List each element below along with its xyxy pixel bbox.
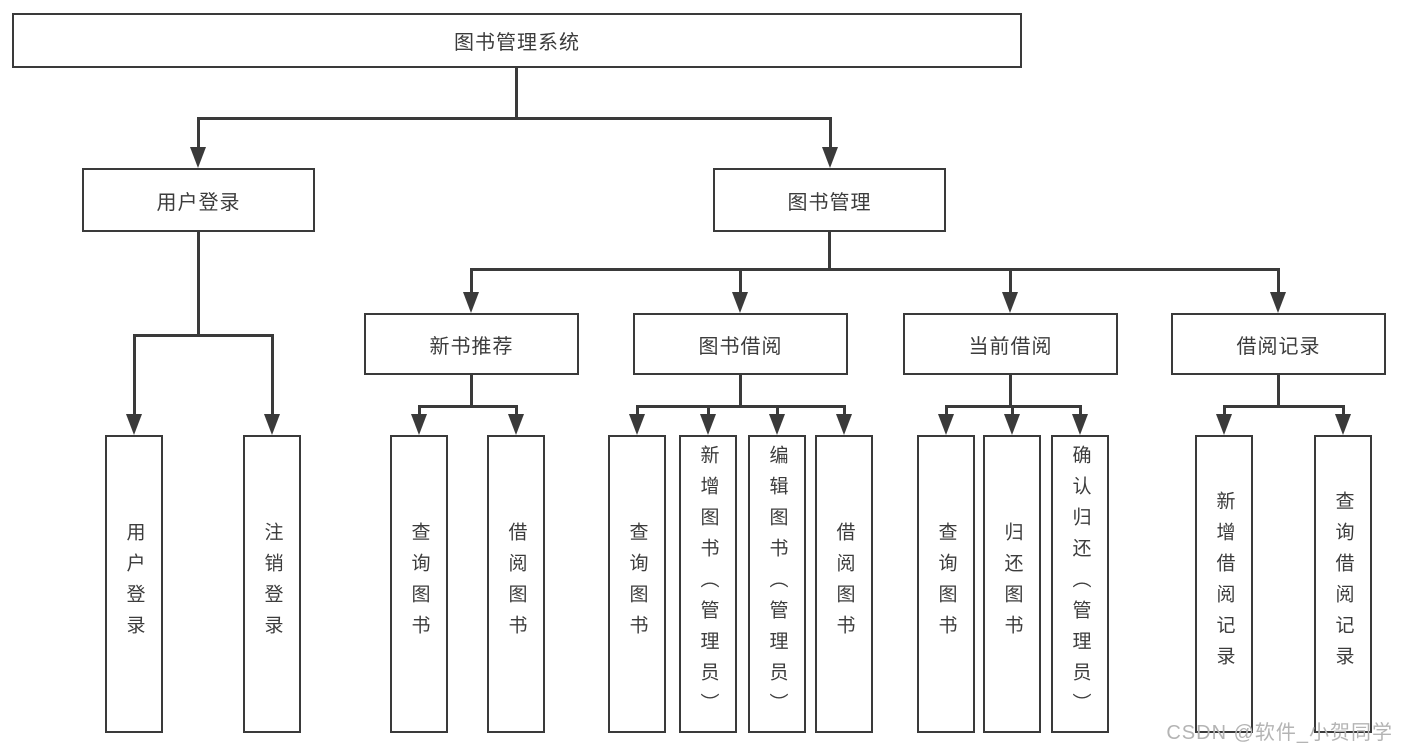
leaf-borrow-query-books: 查询图书 (608, 435, 666, 733)
arrow-down-icon (126, 414, 142, 435)
node-book-borrowing: 图书借阅 (633, 313, 848, 375)
arrow-down-icon (1002, 292, 1018, 313)
arrow-down-icon (1335, 414, 1351, 435)
leaf-newbook-borrow-books: 借阅图书 (487, 435, 545, 733)
connector-line (1342, 405, 1345, 418)
leaf-current-return-books: 归还图书 (983, 435, 1041, 733)
connector-line (515, 405, 518, 418)
arrow-down-icon (463, 292, 479, 313)
leaf-record-add-borrow-record: 新增借阅记录 (1195, 435, 1253, 733)
arrow-down-icon (629, 414, 645, 435)
connector-line (1223, 405, 1226, 418)
node-label: 当前借阅 (968, 335, 1053, 358)
connector-line (418, 405, 518, 408)
arrow-down-icon (1004, 414, 1020, 435)
connector-line (515, 67, 518, 118)
node-user-login: 用户登录 (82, 168, 315, 232)
node-label: 新增图书（管理员） (697, 444, 719, 724)
arrow-down-icon (769, 414, 785, 435)
node-label: 确认归还（管理员） (1069, 444, 1091, 724)
arrow-down-icon (938, 414, 954, 435)
leaf-borrow-add-books-admin: 新增图书（管理员） (679, 435, 737, 733)
node-book-management: 图书管理 (713, 168, 946, 232)
connector-line (133, 334, 136, 416)
connector-line (843, 405, 846, 418)
connector-line (1011, 405, 1014, 418)
node-current-borrowing: 当前借阅 (903, 313, 1118, 375)
node-label: 查询图书 (408, 522, 430, 646)
arrow-down-icon (190, 147, 206, 168)
arrow-down-icon (732, 292, 748, 313)
node-borrowing-records: 借阅记录 (1171, 313, 1386, 375)
node-label: 注销登录 (261, 522, 283, 646)
node-label: 图书管理 (787, 191, 872, 214)
connector-line (197, 232, 200, 336)
connector-line (636, 405, 639, 418)
leaf-record-query-borrow-record: 查询借阅记录 (1314, 435, 1372, 733)
connector-line (1277, 375, 1280, 407)
connector-line (829, 117, 832, 150)
node-label: 编辑图书（管理员） (766, 444, 788, 724)
connector-line (1009, 268, 1012, 295)
leaf-current-confirm-return-admin: 确认归还（管理员） (1051, 435, 1109, 733)
connector-line (1277, 268, 1280, 295)
arrow-down-icon (411, 414, 427, 435)
node-library-management-system: 图书管理系统 (12, 13, 1022, 68)
connector-line (470, 268, 1280, 271)
connector-line (636, 405, 845, 408)
node-label: 用户登录 (123, 522, 145, 646)
node-label: 新书推荐 (429, 335, 514, 358)
connector-line (828, 232, 831, 270)
connector-line (1009, 375, 1012, 407)
connector-line (133, 334, 274, 337)
connector-line (470, 375, 473, 407)
node-label: 借阅图书 (833, 522, 855, 646)
connector-line (197, 117, 200, 150)
arrow-down-icon (508, 414, 524, 435)
connector-line (1079, 405, 1082, 418)
leaf-logout: 注销登录 (243, 435, 301, 733)
connector-line (945, 405, 948, 418)
node-label: 借阅记录 (1236, 335, 1321, 358)
leaf-newbook-query-books: 查询图书 (390, 435, 448, 733)
node-label: 新增借阅记录 (1213, 491, 1235, 677)
connector-line (470, 268, 473, 295)
leaf-current-query-books: 查询图书 (917, 435, 975, 733)
arrow-down-icon (700, 414, 716, 435)
connector-line (739, 268, 742, 295)
leaf-borrow-edit-books-admin: 编辑图书（管理员） (748, 435, 806, 733)
leaf-user-login: 用户登录 (105, 435, 163, 733)
leaf-borrow-borrow-books: 借阅图书 (815, 435, 873, 733)
node-label: 图书借阅 (698, 335, 783, 358)
connector-line (739, 375, 742, 407)
arrow-down-icon (1270, 292, 1286, 313)
arrow-down-icon (836, 414, 852, 435)
node-label: 归还图书 (1001, 522, 1023, 646)
connector-line (1223, 405, 1344, 408)
node-label: 用户登录 (156, 191, 241, 214)
node-label: 借阅图书 (505, 522, 527, 646)
connector-line (418, 405, 421, 418)
node-label: 图书管理系统 (454, 32, 580, 54)
node-label: 查询借阅记录 (1332, 491, 1354, 677)
connector-line (707, 405, 710, 418)
arrow-down-icon (1216, 414, 1232, 435)
arrow-down-icon (822, 147, 838, 168)
connector-line (197, 117, 831, 120)
node-new-book-recommendation: 新书推荐 (364, 313, 579, 375)
node-label: 查询图书 (626, 522, 648, 646)
connector-line (776, 405, 779, 418)
arrow-down-icon (264, 414, 280, 435)
csdn-watermark: CSDN @软件_小贺同学 (1166, 722, 1393, 744)
connector-line (271, 334, 274, 416)
node-label: 查询图书 (935, 522, 957, 646)
arrow-down-icon (1072, 414, 1088, 435)
